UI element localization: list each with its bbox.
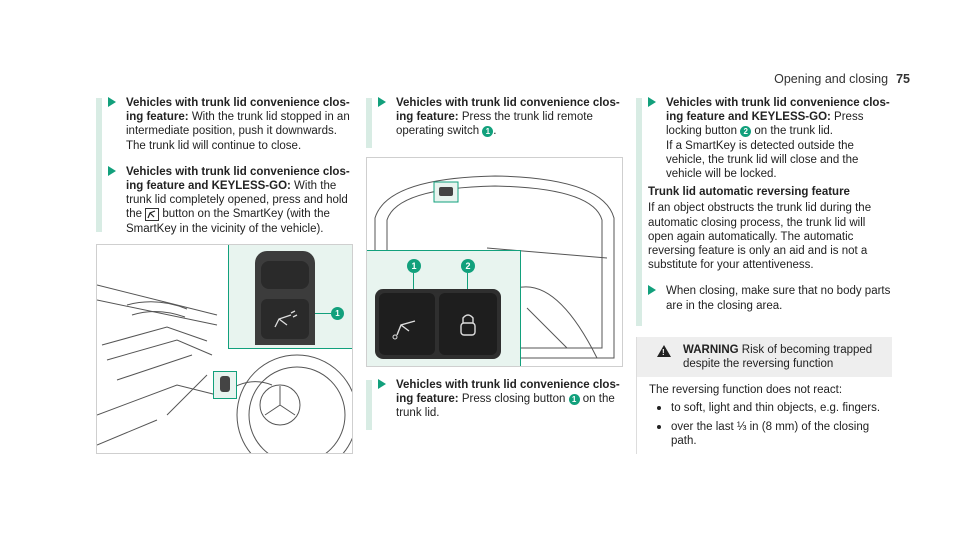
figure-smartkey-interior: 1 xyxy=(96,244,353,454)
instruction-item: Vehicles with trunk lid convenience clos… xyxy=(96,165,352,236)
trunk-illustration xyxy=(374,175,615,359)
instruction-text: With the trunk lid stopped in an interme… xyxy=(126,111,350,152)
warning-bullet: over the last ⅓ in (8 mm) of the closing… xyxy=(649,420,882,448)
warning-header: WARNING Risk of becoming trapped despite… xyxy=(637,336,892,378)
instruction-text: on the trunk lid. xyxy=(396,393,615,420)
arrow-bullet-icon xyxy=(378,97,386,107)
smartkey-body xyxy=(255,251,315,345)
subheading: Trunk lid automatic reversing feature xyxy=(648,186,850,199)
closing-button xyxy=(379,293,435,355)
column-3: Vehicles with trunk lid convenience clos… xyxy=(636,96,892,455)
column-1: Vehicles with trunk lid convenience clos… xyxy=(96,96,352,248)
reversing-section: Trunk lid automatic reversing feature If… xyxy=(636,185,892,272)
instruction-text: . xyxy=(493,125,497,138)
paragraph: If an object obstructs the trunk lid dur… xyxy=(648,202,872,272)
section-title: Opening and closing xyxy=(774,72,889,86)
instruction-item: Vehicles with trunk lid convenience clos… xyxy=(636,96,892,181)
instruction-item: Vehicles with trunk lid convenience clos… xyxy=(96,96,352,153)
callout-number: 2 xyxy=(461,259,475,273)
trunk-button-icon xyxy=(145,207,160,221)
warning-triangle-icon xyxy=(657,344,671,360)
arrow-bullet-icon xyxy=(108,165,116,176)
arrow-bullet-icon xyxy=(648,97,656,107)
trunk-open-icon xyxy=(274,310,298,328)
figure-trunk-lid: 1 2 xyxy=(366,157,623,367)
arrow-bullet-icon xyxy=(648,285,656,296)
callout-line xyxy=(413,273,414,293)
instruction-item: Vehicles with trunk lid convenience clos… xyxy=(366,378,622,421)
condition-label: Vehicles with trunk lid convenience clos… xyxy=(126,97,350,124)
warning-bullet: to soft, light and thin objects, e.g. fi… xyxy=(649,401,882,415)
instruction-item: Vehicles with trunk lid convenience clos… xyxy=(366,96,622,139)
smartkey-inset: 1 xyxy=(228,245,352,349)
button-panel xyxy=(375,289,501,359)
callout-number: 1 xyxy=(407,259,421,273)
trunk-button xyxy=(261,299,309,339)
instruction-text: Press closing button xyxy=(458,393,569,406)
arrow-bullet-icon xyxy=(108,97,116,107)
warning-label: WARNING xyxy=(683,343,739,356)
warning-title: Risk of becoming trapped despite the rev… xyxy=(683,343,873,371)
column-bar xyxy=(366,98,372,148)
condition-label: Vehicles with trunk lid convenience clos… xyxy=(666,97,890,124)
warning-body: The reversing function does not react: t… xyxy=(637,377,892,454)
lock-icon xyxy=(460,314,476,336)
instruction-text: Press the trunk lid remote oper­ating sw… xyxy=(396,111,593,138)
smartkey-location-marker xyxy=(213,371,237,399)
callout-number: 2 xyxy=(740,125,752,137)
instruction-text: When closing, make sure that no body par… xyxy=(666,285,891,312)
column-bar xyxy=(366,380,372,430)
condition-label: Vehicles with trunk lid convenience clos… xyxy=(126,165,350,193)
warning-intro: The reversing function does not react: xyxy=(649,384,843,397)
callout-line xyxy=(315,313,331,314)
page-header: Opening and closing 75 xyxy=(774,72,910,86)
buttons-inset: 1 2 xyxy=(367,250,521,366)
interior-illustration xyxy=(97,284,352,453)
condition-label: Vehicles with trunk lid convenience clos… xyxy=(396,97,620,124)
instruction-text: Press locking button xyxy=(666,111,864,138)
callout-number: 1 xyxy=(568,393,580,405)
column-bar xyxy=(636,98,642,326)
warning-box: WARNING Risk of becoming trapped despite… xyxy=(636,336,892,455)
page-number: 75 xyxy=(896,72,910,86)
instruction-note: If a SmartKey is detected outside the ve… xyxy=(666,139,859,181)
column-2-bottom: Vehicles with trunk lid convenience clos… xyxy=(366,378,622,433)
condition-label: Vehicles with trunk lid convenience clos… xyxy=(396,379,620,406)
arrow-bullet-icon xyxy=(378,379,386,389)
instruction-text: With the trunk lid completely opened, pr… xyxy=(126,180,348,221)
callout-number: 1 xyxy=(331,307,344,320)
trunk-close-icon xyxy=(392,320,416,340)
instruction-text: on the trunk lid. xyxy=(751,125,833,138)
column-2: Vehicles with trunk lid convenience clos… xyxy=(366,96,622,151)
instruction-text: button on the SmartKey (with the SmartKe… xyxy=(126,208,330,235)
locking-button xyxy=(439,293,497,355)
callout-line xyxy=(467,273,468,293)
instruction-item: When closing, make sure that no body par… xyxy=(636,284,892,312)
column-bar xyxy=(96,98,102,232)
smartkey-button-upper xyxy=(261,261,309,289)
callout-number: 1 xyxy=(482,125,494,137)
